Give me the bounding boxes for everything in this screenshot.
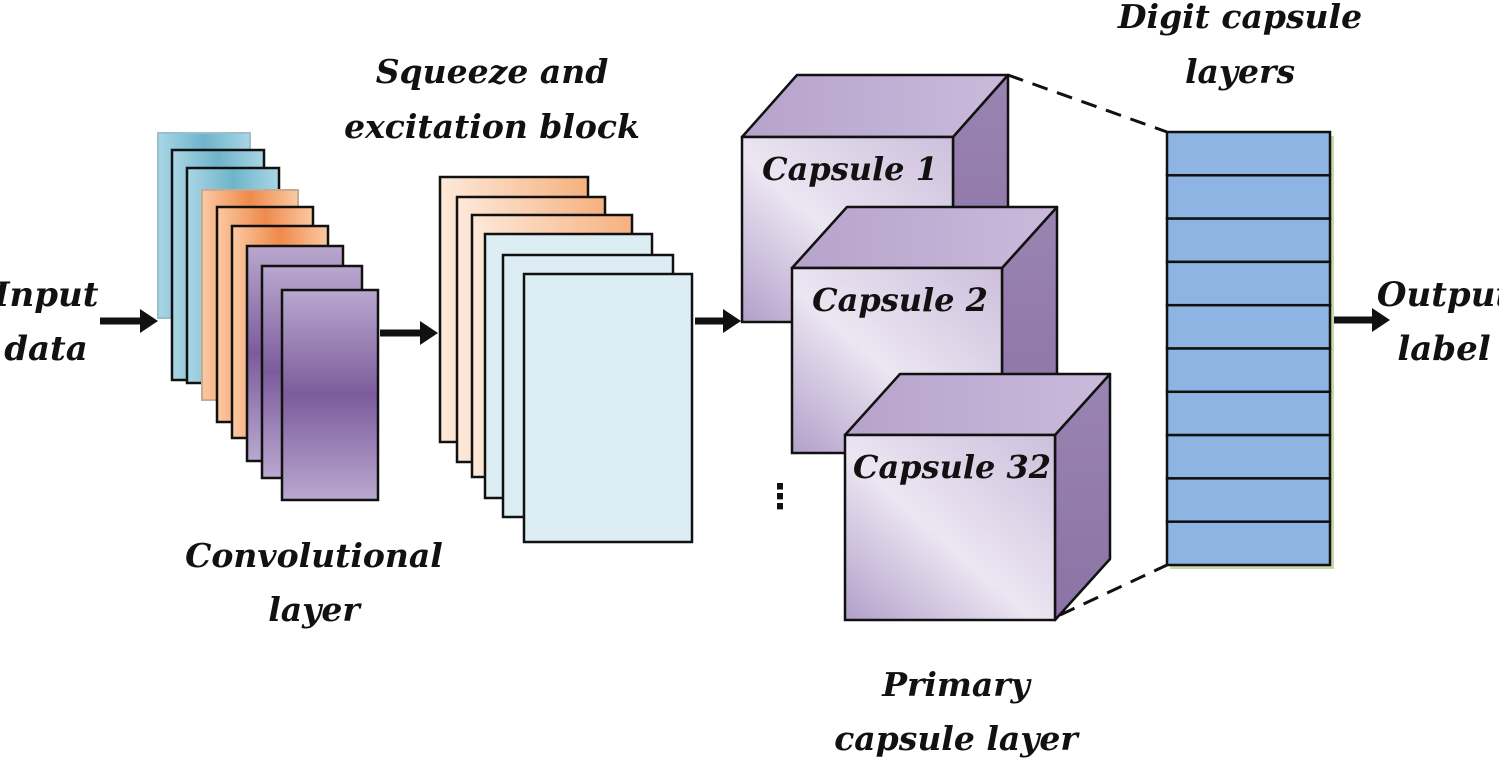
capsule-2-label: Capsule 2 — [812, 281, 988, 319]
primary-capsule-label-line1: Primary — [881, 665, 1032, 704]
convolutional-layer-label-line2: layer — [268, 590, 362, 629]
primary-capsule-label: Primary capsule layer — [834, 665, 1080, 758]
digit-capsule-cell — [1165, 390, 1332, 437]
primary-capsule-label-line2: capsule layer — [834, 719, 1080, 758]
convolutional-layer-stack — [157, 132, 380, 502]
capsule-cube-32: Capsule 32 — [843, 372, 1112, 622]
se-map — [522, 272, 694, 544]
digit-capsule-cell — [1165, 303, 1332, 350]
input-data-label-line2: data — [4, 329, 88, 369]
dashed-connector-top — [1007, 73, 1168, 134]
convolutional-layer-label: Convolutional layer — [185, 536, 443, 629]
se-block-label-line2: excitation block — [344, 107, 640, 146]
capsule-32-label: Capsule 32 — [853, 448, 1051, 486]
digit-capsule-cell — [1165, 260, 1332, 307]
arrow-conv-to-se — [380, 321, 438, 345]
dashed-connector-bottom — [1059, 563, 1168, 617]
output-label-line2: label — [1397, 329, 1490, 369]
arrow-input-to-conv — [100, 309, 158, 333]
input-data-label-line1: Input — [0, 275, 99, 315]
digit-capsule-column — [1165, 130, 1334, 569]
digit-capsule-cell — [1165, 433, 1332, 480]
digit-capsule-label: Digit capsule layers — [1117, 0, 1362, 91]
se-block-stack — [438, 175, 694, 544]
digit-capsule-cell — [1165, 347, 1332, 394]
digit-capsule-cell — [1165, 520, 1332, 567]
digit-capsule-label-line2: layers — [1185, 52, 1295, 91]
output-label-line1: Output — [1377, 275, 1499, 315]
digit-capsule-cell — [1165, 217, 1332, 264]
input-data-label: Input data — [0, 275, 99, 369]
arrow-se-to-capsules — [695, 309, 741, 333]
se-block-label: Squeeze and excitation block — [344, 52, 640, 146]
feature-map — [280, 288, 380, 502]
output-label-label: Output label — [1377, 275, 1499, 369]
digit-capsule-cell — [1165, 130, 1332, 177]
convolutional-layer-label-line1: Convolutional — [185, 536, 443, 575]
capsule-1-label: Capsule 1 — [762, 150, 938, 188]
digit-capsule-cell — [1165, 477, 1332, 523]
arrow-digit-to-output — [1332, 308, 1390, 332]
digit-capsule-cell — [1165, 174, 1332, 220]
se-block-label-line1: Squeeze and — [376, 52, 609, 91]
digit-capsule-label-line1: Digit capsule — [1117, 0, 1362, 36]
capsule-ellipsis: ⋮ — [763, 477, 797, 517]
